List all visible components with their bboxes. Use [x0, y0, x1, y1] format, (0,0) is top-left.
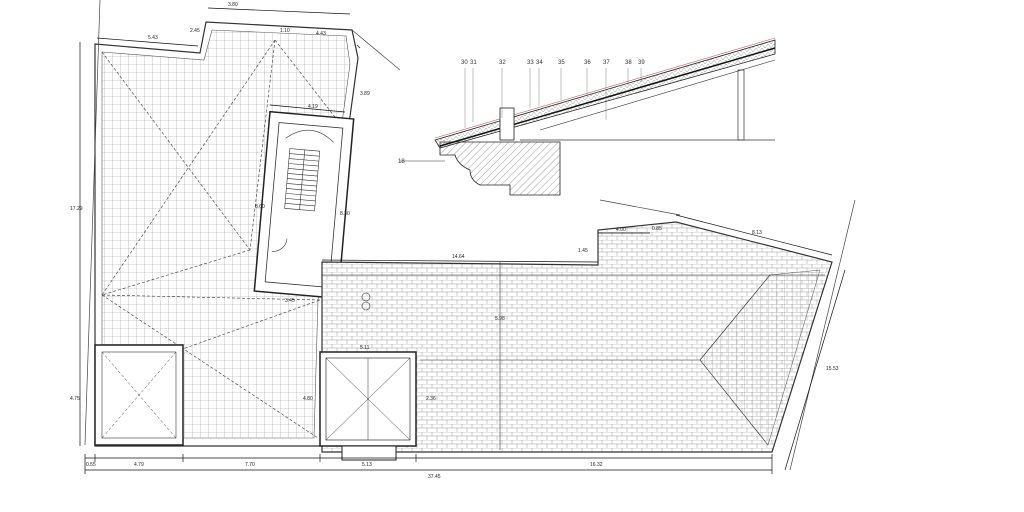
dim-diag-right: 8.13: [752, 230, 762, 236]
dim-right-side: 15.53: [826, 366, 839, 372]
callout-36: 36: [584, 60, 591, 66]
dim-stair-side: 8.30: [340, 211, 350, 217]
dim-top-right: 4.43: [316, 31, 326, 37]
dim-step-small: 0.85: [652, 226, 662, 232]
right-roof-tiles: [321, 221, 833, 453]
dim-step-width: 4.00: [616, 227, 626, 233]
callout-32: 32: [499, 60, 506, 66]
dim-lantern-width: 5.11: [360, 345, 370, 351]
dimension-labels: 3.80 2.45 5.43 1.10 4.43 3.89 17.29 4.19…: [70, 2, 839, 480]
dim-bottom-1: 4.79: [134, 462, 144, 468]
dim-stair-bottom: 3.45: [285, 298, 295, 304]
callout-31: 31: [470, 60, 477, 66]
callout-35: 35: [558, 60, 565, 66]
dim-left-lower: 4.75: [70, 396, 80, 402]
eave-section-detail: 18 30 31 32 33 34 35 36 37 38 39: [398, 37, 776, 196]
context-lines: [84, 0, 856, 471]
dim-stair-width: 4.19: [308, 104, 318, 110]
dim-lantern-side: 2.36: [426, 396, 436, 402]
dim-stair-depth: 8.60: [255, 204, 265, 210]
callout-39: 39: [638, 60, 645, 66]
section-callouts: 30 31 32 33 34 35 36 37 38 39: [461, 60, 645, 66]
dim-top-notch: 3.80: [228, 2, 238, 8]
callout-37: 37: [603, 60, 610, 66]
dim-roof-length: 14.64: [452, 254, 465, 260]
dim-left-base: 0.55: [86, 462, 96, 468]
callout-34: 34: [536, 60, 543, 66]
dim-bottom-3: 5.13: [362, 462, 372, 468]
dim-notch-right: 1.10: [280, 28, 290, 34]
dim-ridge-height: 5.98: [495, 316, 505, 322]
dimension-lines: [79, 7, 846, 474]
dim-notch-depth: 2.45: [190, 28, 200, 34]
dim-step-height: 1.45: [578, 248, 588, 254]
skylight-lantern: [319, 292, 417, 461]
hip-lines: [101, 39, 346, 439]
section-ref-label: 18: [398, 159, 405, 165]
tower-left: [94, 344, 184, 446]
dim-mid-height: 4.80: [303, 396, 313, 402]
dim-top-left: 5.43: [148, 35, 158, 41]
dim-bottom-4: 16.32: [590, 462, 603, 468]
dim-bottom-total: 37.45: [428, 474, 441, 480]
callout-38: 38: [625, 60, 632, 66]
callout-leaders: [464, 68, 642, 128]
dim-left-total: 17.29: [70, 206, 83, 212]
dim-bottom-2: 7.70: [245, 462, 255, 468]
stair-well: [253, 110, 355, 300]
callout-30: 30: [461, 60, 468, 66]
callout-33: 33: [527, 60, 534, 66]
dim-right-top: 3.89: [360, 91, 370, 97]
